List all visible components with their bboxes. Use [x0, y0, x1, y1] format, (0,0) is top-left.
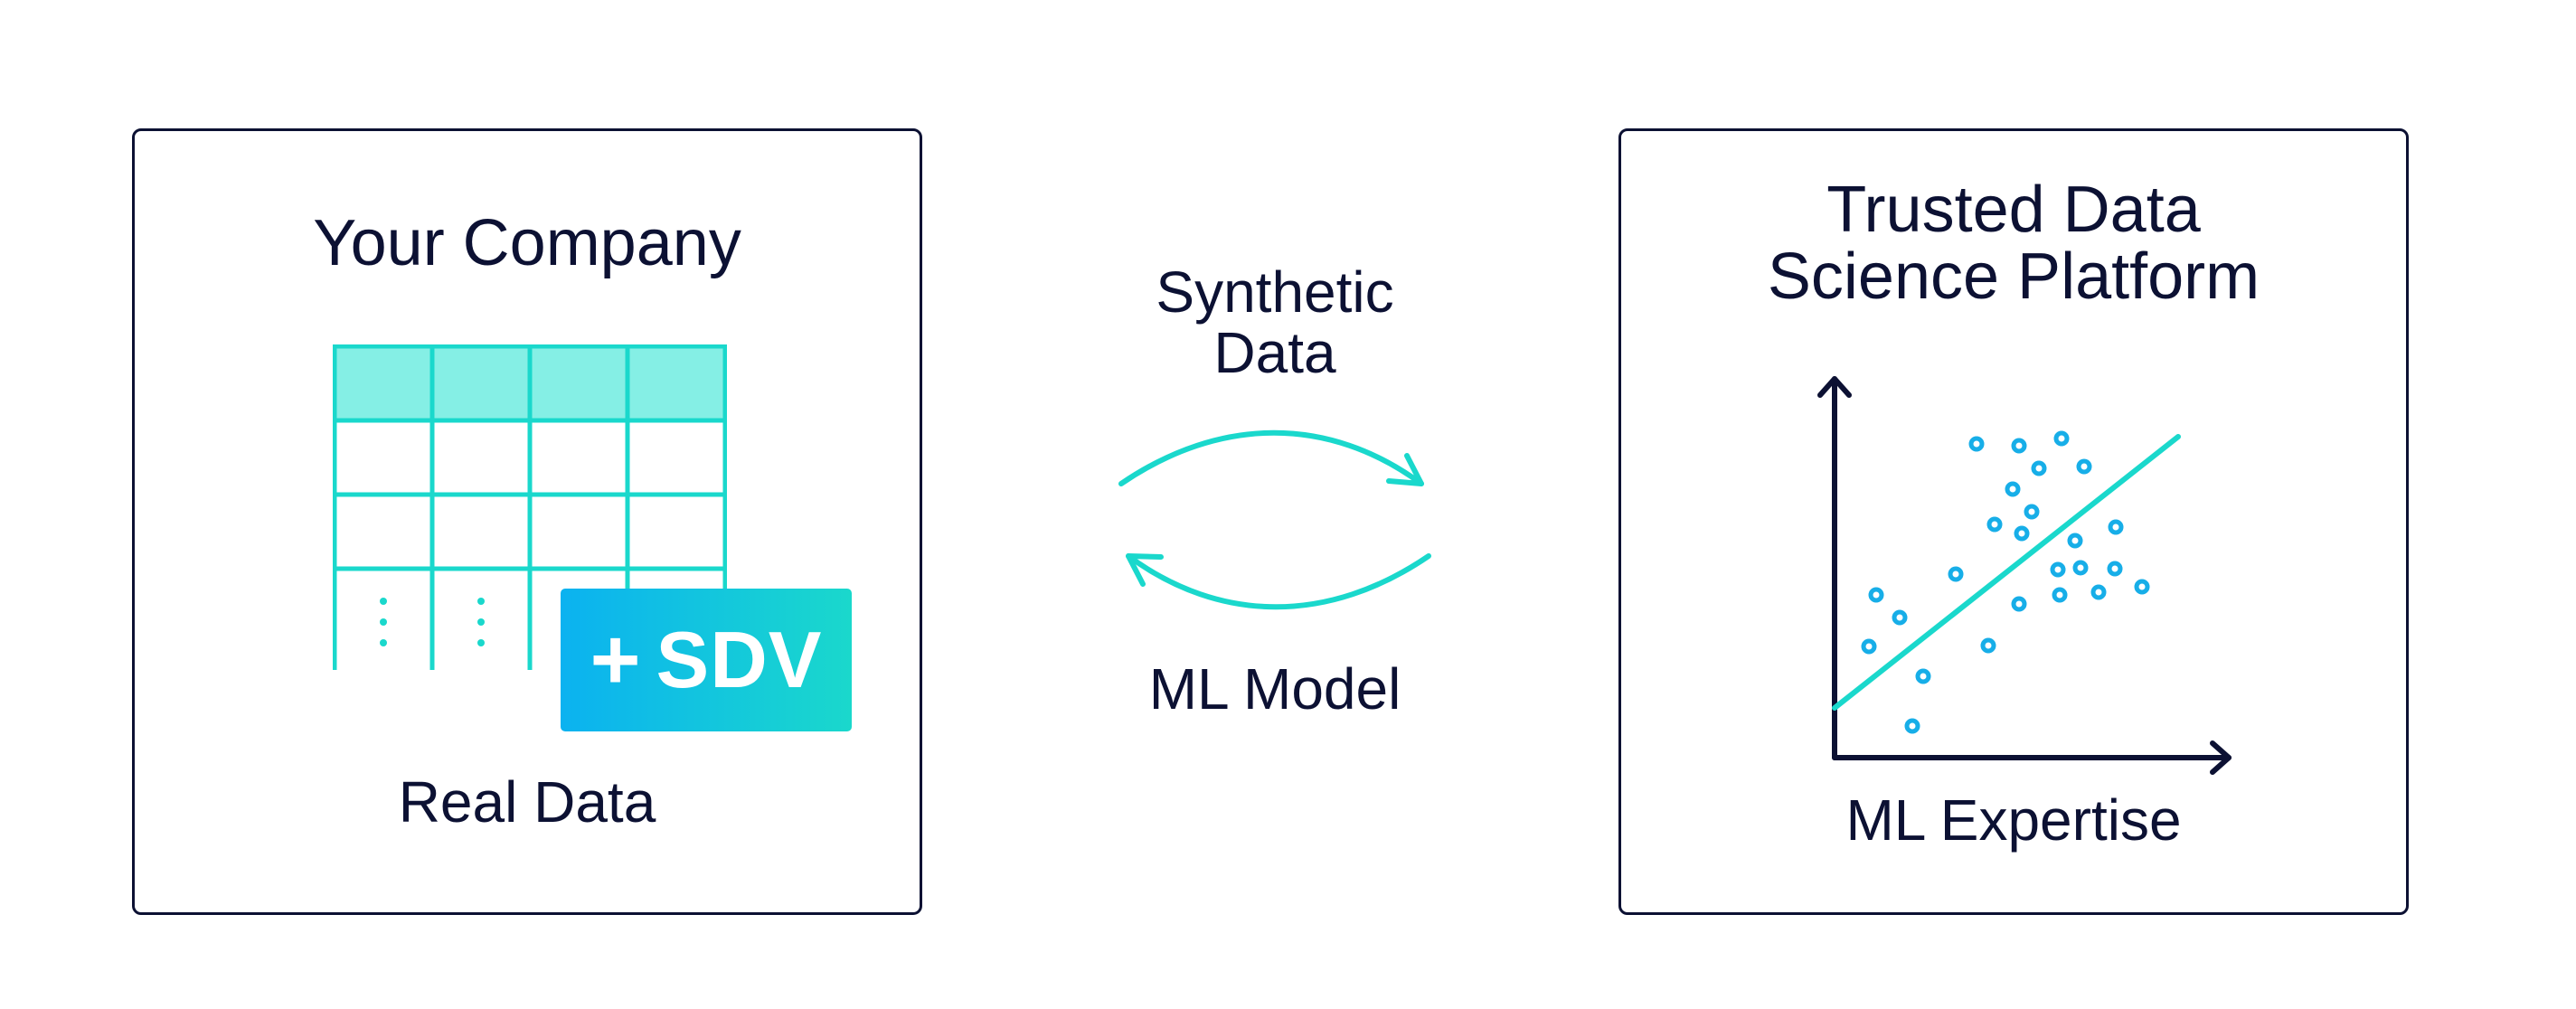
trend-line: [1832, 434, 2181, 711]
ellipsis-dot: [380, 618, 387, 626]
sdv-text: SDV: [656, 615, 823, 704]
scatter-point: [1904, 718, 1920, 734]
scatter-point: [1980, 637, 1996, 654]
ellipsis-dot: [477, 639, 485, 646]
ml-model-label: ML Model: [1148, 656, 1401, 721]
scatter-point: [2107, 561, 2123, 577]
scatter-point: [1868, 587, 1884, 603]
scatter-point: [2052, 587, 2068, 603]
scatter-point: [1861, 638, 1877, 655]
sdv-badge: + SDV: [561, 589, 852, 731]
scatter-point: [2134, 579, 2150, 595]
scatter-point: [1948, 566, 1964, 582]
ellipsis-dot: [477, 618, 485, 626]
scatter-chart-icon: [1817, 376, 2232, 775]
ellipsis-dot: [380, 639, 387, 646]
scatter-point: [2011, 596, 2027, 612]
arrow-left-head: [1126, 553, 1164, 587]
scatter-point: [2050, 561, 2066, 578]
ellipsis-dot: [477, 598, 485, 605]
scatter-point: [2053, 430, 2070, 447]
arrow-right-head: [1386, 453, 1424, 486]
scatter-point: [1915, 668, 1931, 684]
scatter-point: [2090, 584, 2107, 600]
your-company-panel: Your Company + SDV Real Data: [132, 128, 922, 915]
scatter-point: [2076, 458, 2092, 475]
your-company-title: Your Company: [313, 207, 741, 279]
scatter-point: [2011, 438, 2027, 454]
scatter-point: [2005, 481, 2021, 497]
scatter-point: [1986, 516, 2003, 533]
scatter-point: [2014, 525, 2030, 542]
synthetic-data-label: Synthetic Data: [1156, 259, 1394, 385]
sdv-plus: +: [590, 611, 642, 708]
trusted-platform-panel: Trusted Data Science Platform: [1618, 128, 2409, 915]
y-axis-arrowhead: [1817, 376, 1852, 398]
arrow-right-icon: [1118, 429, 1424, 486]
x-axis-arrowhead: [2210, 740, 2232, 775]
exchange-arrows: [1118, 429, 1431, 610]
scatter-point: [1968, 436, 1985, 452]
trusted-platform-title: Trusted Data Science Platform: [1767, 174, 2260, 314]
scatter-point: [2067, 533, 2083, 549]
ellipsis-dot: [380, 598, 387, 605]
scatter-point: [1892, 609, 1908, 626]
scatter-point: [2072, 560, 2089, 576]
real-data-caption: Real Data: [398, 769, 656, 835]
arrow-left-icon: [1126, 553, 1431, 610]
ml-expertise-caption: ML Expertise: [1845, 787, 2182, 853]
scatter-point: [2108, 519, 2124, 535]
table-icon: [333, 344, 727, 670]
scatter-point: [2031, 460, 2047, 476]
scatter-point: [2024, 504, 2040, 520]
